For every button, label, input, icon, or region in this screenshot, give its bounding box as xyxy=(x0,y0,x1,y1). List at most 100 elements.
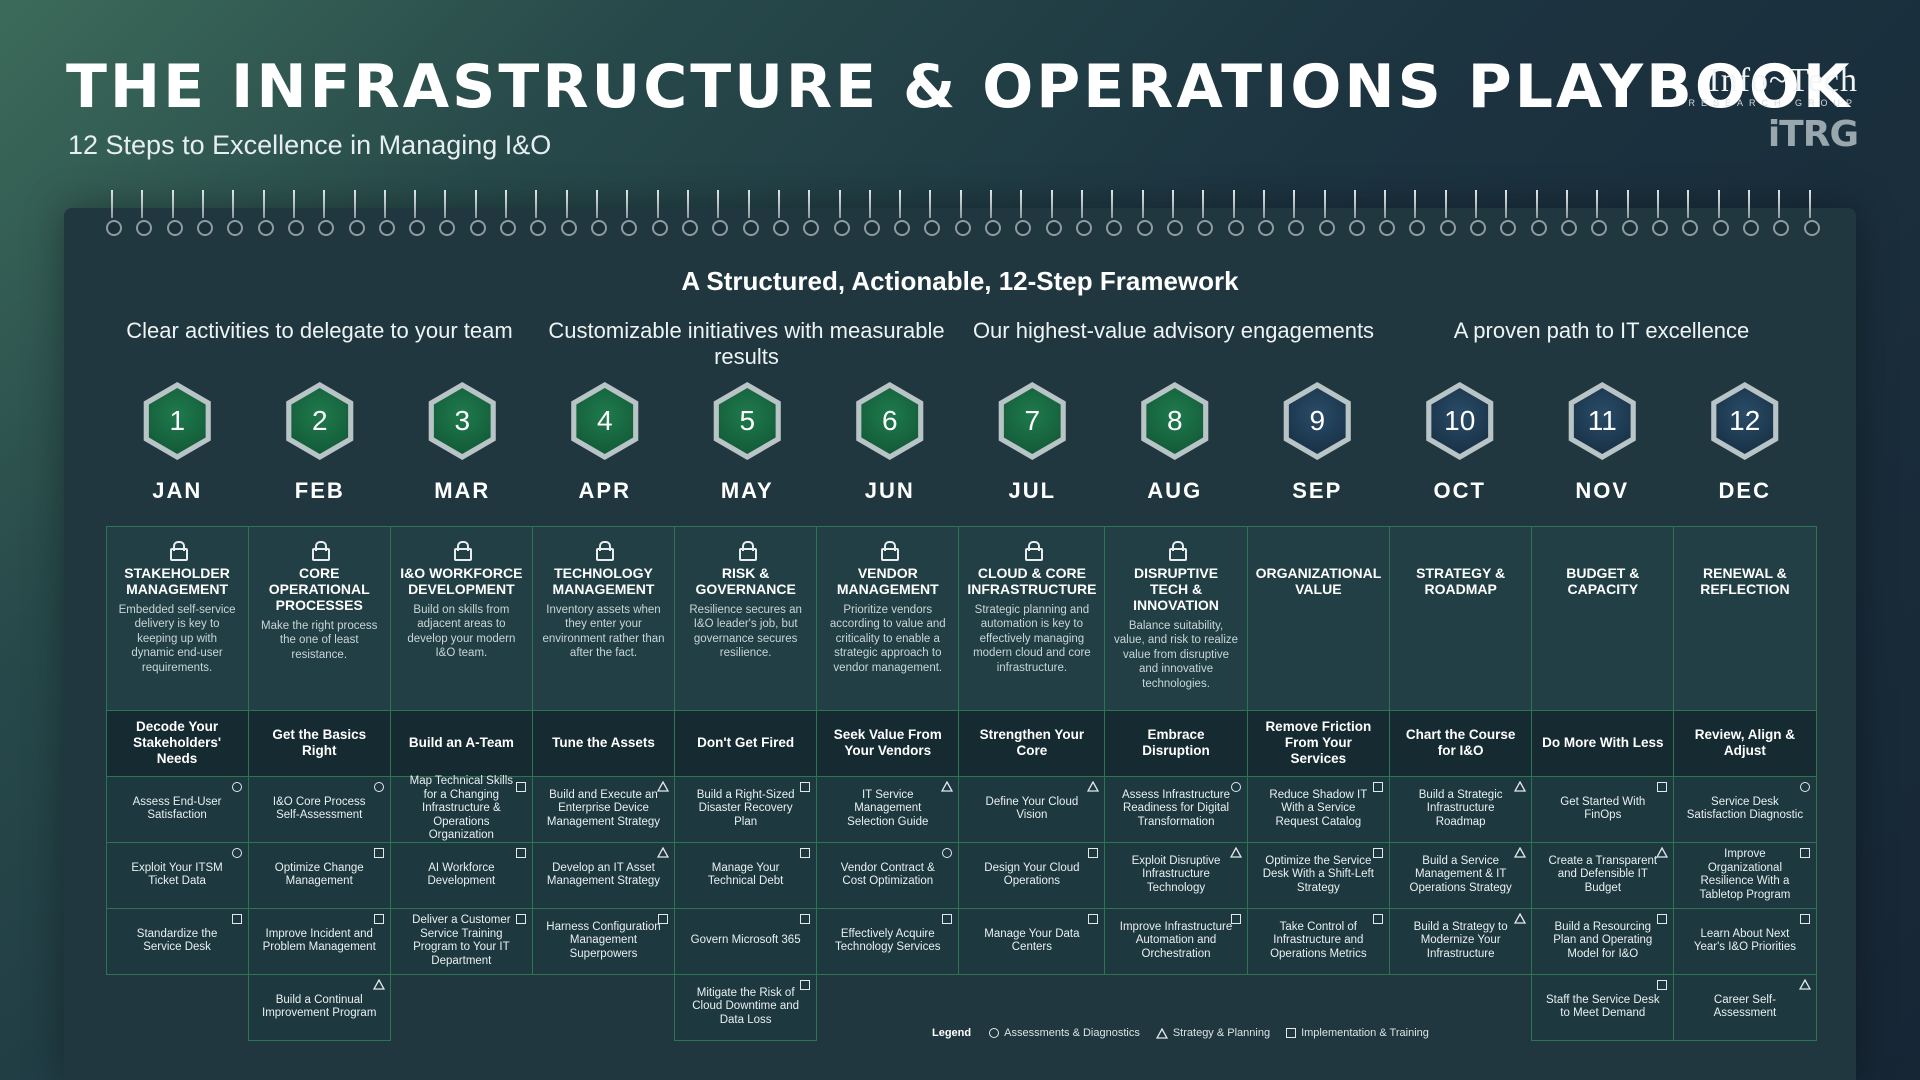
blueprint-item[interactable]: Deliver a Customer Service Training Prog… xyxy=(389,907,533,975)
binder-ring xyxy=(287,190,304,238)
blueprint-item[interactable]: Get Started With FinOps xyxy=(1531,775,1675,843)
step-number: 1 xyxy=(148,388,206,454)
square-icon xyxy=(373,913,384,924)
blueprint-item[interactable]: Build a Right-Sized Disaster Recovery Pl… xyxy=(674,775,818,843)
blueprint-item-label: Take Control of Infrastructure and Opera… xyxy=(1270,920,1367,960)
triangle-icon xyxy=(1514,912,1527,924)
triangle-icon xyxy=(1514,780,1527,792)
blueprint-item[interactable]: Exploit Your ITSM Ticket Data xyxy=(105,841,249,909)
lock-icon xyxy=(738,540,757,561)
calendar-board: A Structured, Actionable, 12-Step Framew… xyxy=(64,190,1856,1080)
blueprint-item-label: Reduce Shadow IT With a Service Request … xyxy=(1269,788,1368,828)
binder-ring xyxy=(894,190,911,238)
blueprint-item[interactable]: Govern Microsoft 365 xyxy=(674,907,818,975)
step-number: 11 xyxy=(1573,388,1631,454)
blueprint-item[interactable]: Define Your Cloud Vision xyxy=(958,775,1106,843)
triangle-icon xyxy=(1514,846,1527,858)
blueprint-item[interactable]: Career Self-Assessment xyxy=(1673,973,1817,1041)
blueprint-item[interactable]: Reduce Shadow IT With a Service Request … xyxy=(1246,775,1391,843)
blueprint-item-label: Deliver a Customer Service Training Prog… xyxy=(412,914,511,967)
blueprint-item[interactable]: I&O Core Process Self-Assessment xyxy=(247,775,391,843)
legend-label-strategy: Strategy & Planning xyxy=(1172,1027,1271,1039)
blueprint-item[interactable]: Standardize the Service Desk xyxy=(105,907,249,975)
blueprint-item[interactable]: Staff the Service Desk to Meet Demand xyxy=(1531,973,1675,1041)
month-name: DEC xyxy=(1718,478,1771,503)
blueprint-item[interactable]: Service Desk Satisfaction Diagnostic xyxy=(1673,775,1817,843)
pillar-theme: Tune the Assets xyxy=(531,709,676,777)
blueprint-item[interactable]: Optimize Change Management xyxy=(247,841,391,909)
month-name: OCT xyxy=(1433,478,1486,503)
step-number: 2 xyxy=(291,388,349,454)
binder-ring xyxy=(1500,190,1517,238)
blueprint-item[interactable]: Improve Organizational Resilience With a… xyxy=(1673,841,1817,909)
blueprint-item-label: Design Your Cloud Operations xyxy=(984,861,1080,888)
binder-ring xyxy=(712,190,729,238)
hexagon-step-icon: 9 xyxy=(1283,382,1351,460)
pillar-description: Inventory assets when they enter your en… xyxy=(542,603,665,660)
blueprint-item[interactable]: AI Workforce Development xyxy=(389,841,533,909)
hexagon-step-icon: 2 xyxy=(286,382,354,460)
blueprint-item[interactable]: Improve Incident and Problem Management xyxy=(247,907,391,975)
itrg-logo: iTRG xyxy=(1767,114,1859,155)
blueprint-item[interactable]: Optimize the Service Desk With a Shift-L… xyxy=(1246,841,1391,909)
blueprint-item[interactable]: IT Service Management Selection Guide xyxy=(816,775,960,843)
blueprint-item-label: Govern Microsoft 365 xyxy=(690,934,801,947)
blueprint-item-label: Build a Resourcing Plan and Operating Mo… xyxy=(1553,920,1653,960)
binder-rings xyxy=(106,190,1820,238)
square-icon xyxy=(1230,913,1241,924)
binder-ring xyxy=(318,190,335,238)
blueprint-item-label: Service Desk Satisfaction Diagnostic xyxy=(1686,795,1804,822)
blueprint-item[interactable]: Map Technical Skills for a Changing Infr… xyxy=(389,775,533,843)
legend-item-assessments: Assessments & Diagnostics xyxy=(989,1027,1140,1039)
month-name: AUG xyxy=(1147,478,1203,503)
binder-ring xyxy=(954,190,971,238)
blueprint-item[interactable]: Mitigate the Risk of Cloud Downtime and … xyxy=(674,973,818,1041)
square-icon xyxy=(1799,913,1810,924)
blueprint-item[interactable]: Build a Service Management & IT Operatio… xyxy=(1389,841,1533,909)
circle-icon xyxy=(1230,781,1241,792)
blueprint-item[interactable]: Develop an IT Asset Management Strategy xyxy=(531,841,676,909)
blueprint-item[interactable]: Build and Execute an Enterprise Device M… xyxy=(531,775,676,843)
blueprint-item[interactable]: Improve Infrastructure Automation and Or… xyxy=(1104,907,1248,975)
pillar-title: DISRUPTIVE TECH & INNOVATION xyxy=(1133,564,1219,613)
binder-ring xyxy=(1773,190,1790,238)
binder-ring xyxy=(1288,190,1305,238)
square-icon xyxy=(800,979,811,990)
blueprint-item[interactable]: Manage Your Technical Debt xyxy=(674,841,818,909)
blueprint-item[interactable]: Assess End-User Satisfaction xyxy=(105,775,249,843)
step-number: 6 xyxy=(861,388,919,454)
blueprint-item[interactable]: Vendor Contract & Cost Optimization xyxy=(816,841,960,909)
blueprint-item[interactable]: Build a Strategic Infrastructure Roadmap xyxy=(1389,775,1533,843)
pillar-description: Strategic planning and automation is key… xyxy=(973,603,1091,674)
blueprint-item[interactable]: Harness Configuration Management Superpo… xyxy=(531,907,676,975)
pillar-title: ORGANIZATIONAL VALUE xyxy=(1255,564,1382,597)
square-icon xyxy=(1088,913,1099,924)
hexagon-step-icon: 12 xyxy=(1711,382,1779,460)
blueprint-item[interactable]: Effectively Acquire Technology Services xyxy=(816,907,960,975)
blueprint-item[interactable]: Assess Infrastructure Readiness for Digi… xyxy=(1104,775,1248,843)
blueprint-item[interactable]: Take Control of Infrastructure and Opera… xyxy=(1246,907,1391,975)
square-icon xyxy=(515,847,526,858)
blueprint-item[interactable]: Design Your Cloud Operations xyxy=(958,841,1106,909)
hexagon-step-icon: 8 xyxy=(1141,382,1209,460)
blueprint-item[interactable]: Build a Resourcing Plan and Operating Mo… xyxy=(1531,907,1675,975)
blueprint-item[interactable]: Learn About Next Year's I&O Priorities xyxy=(1673,907,1817,975)
blueprint-item[interactable]: Build a Continual Improvement Program xyxy=(247,973,391,1041)
binder-ring xyxy=(1561,190,1577,238)
blueprint-item[interactable]: Build a Strategy to Modernize Your Infra… xyxy=(1389,907,1533,975)
step-number: 4 xyxy=(576,388,634,454)
blueprint-item[interactable]: Exploit Disruptive Infrastructure Techno… xyxy=(1104,841,1248,909)
pillar-theme: Strengthen Your Core xyxy=(958,709,1106,777)
blueprint-item[interactable]: Create a Transparent and Defensible IT B… xyxy=(1531,841,1675,909)
blueprint-item-label: Build and Execute an Enterprise Device M… xyxy=(546,788,661,828)
page-title: THE INFRASTRUCTURE & OPERATIONS PLAYBOOK xyxy=(66,52,1853,122)
blueprint-item[interactable]: Manage Your Data Centers xyxy=(958,907,1106,975)
logo-wordmark: Info~Tech xyxy=(1708,62,1858,99)
binder-ring xyxy=(1409,190,1426,238)
